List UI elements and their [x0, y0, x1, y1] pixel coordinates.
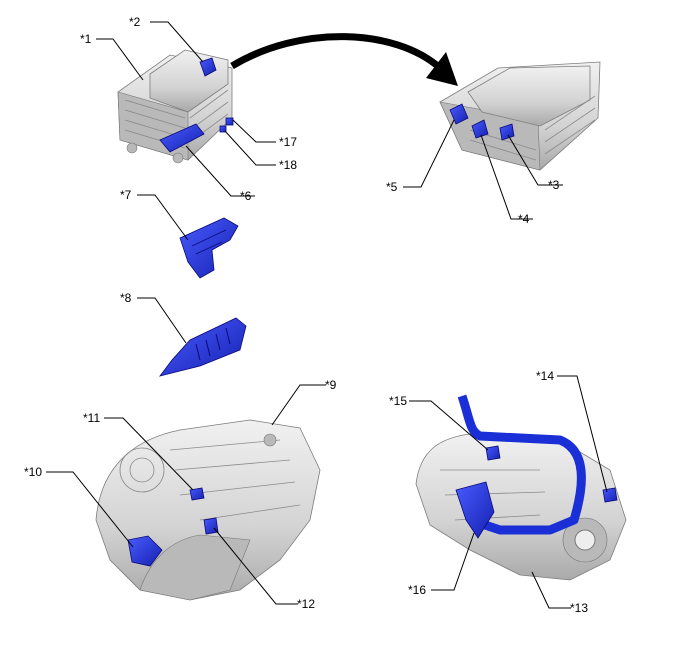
callout-10: *10 [24, 465, 42, 479]
callout-15: *15 [389, 394, 407, 408]
callout-labels: *1 *2 *3 *4 *5 *6 *7 *8 *9 *10 *11 *12 *… [24, 15, 588, 615]
callout-7: *7 [120, 188, 132, 202]
leader-lines [46, 21, 608, 609]
inverter-assembly-front [117, 49, 234, 164]
transaxle-assembly-right [415, 394, 627, 581]
callout-6: *6 [240, 189, 252, 203]
transaxle-assembly-left [95, 419, 321, 601]
bracket-7 [179, 217, 239, 279]
callout-2: *2 [129, 15, 141, 29]
callout-13: *13 [570, 601, 588, 615]
connector-6 [159, 123, 205, 153]
view-change-arrow [230, 33, 458, 86]
callout-8: *8 [120, 291, 132, 305]
bracket-8 [159, 317, 247, 377]
callout-5: *5 [386, 180, 398, 194]
callout-17: *17 [279, 135, 297, 149]
callout-18: *18 [279, 158, 297, 172]
callout-1: *1 [80, 32, 92, 46]
callout-12: *12 [297, 597, 315, 611]
inverter-assembly-rear [439, 61, 601, 171]
sensor-10 [127, 535, 163, 567]
callout-16: *16 [408, 583, 426, 597]
callout-11: *11 [83, 411, 100, 425]
callout-14: *14 [536, 369, 554, 383]
callout-9: *9 [325, 378, 337, 392]
sensor-12 [203, 517, 219, 535]
connector-4 [471, 119, 489, 139]
connector-5 [449, 103, 469, 125]
sensor-14 [602, 487, 618, 503]
callout-3: *3 [548, 178, 560, 192]
connector-18 [219, 125, 227, 133]
connector-2 [199, 57, 217, 77]
connector-3 [499, 123, 515, 141]
connector-11 [189, 487, 205, 501]
bracket-16 [455, 481, 495, 539]
callout-4: *4 [518, 212, 530, 226]
connector-17 [225, 117, 234, 126]
hose-clamp-15 [485, 445, 501, 461]
